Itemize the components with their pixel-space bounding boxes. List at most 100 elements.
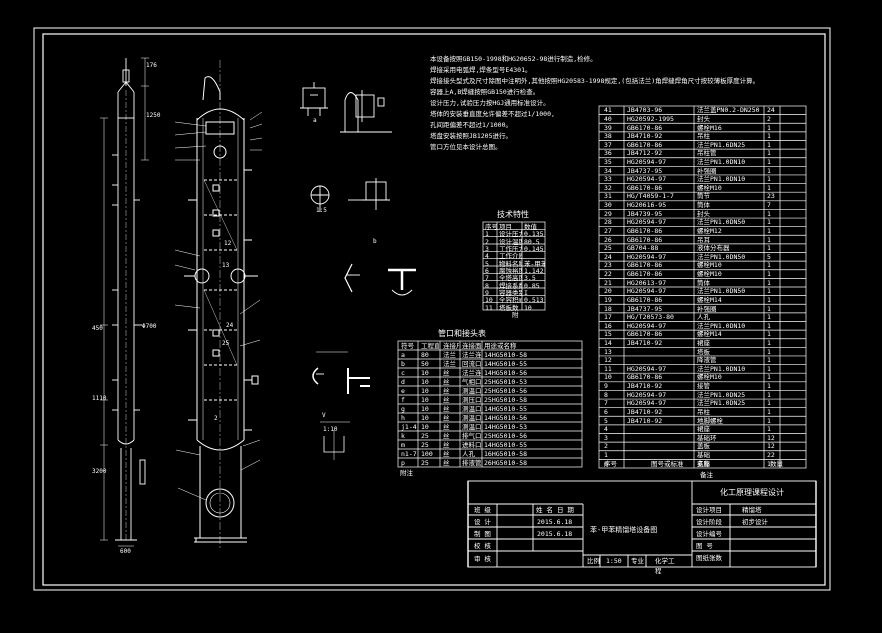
bom-cell: JB4703-96 (627, 106, 663, 115)
bom-cell: 33 (604, 175, 612, 184)
major-value-2: 程 (655, 567, 662, 575)
bom-cell: 12 (767, 442, 775, 451)
tech-table-cell: 容器类别 (499, 289, 522, 297)
scale-1-5: 1:5 (316, 207, 327, 214)
bom-cell: 1 (767, 373, 771, 382)
bom-cell: HG/T20573-80 (627, 313, 674, 322)
bom-cell: 13 (604, 347, 612, 356)
bom-cell: HG20594-97 (627, 218, 667, 227)
bom-cell: HG20594-97 (627, 390, 667, 399)
tech-table-footer: 附 (512, 311, 519, 319)
bom-cell: GB6170-86 (627, 270, 663, 279)
major-label: 专业 (631, 557, 644, 565)
bom-cell: 1 (767, 459, 771, 468)
role-class: 班 级 (474, 506, 491, 514)
nozzle-table-cell: 丝 (443, 458, 450, 467)
nozzle-table-cell: c (401, 368, 405, 377)
bom-cell: 38 (604, 132, 612, 141)
nozzle-table-grid (397, 340, 583, 468)
bom-cell: 裙座 (697, 339, 710, 347)
side-elevation (100, 57, 149, 547)
nozzle-header-cell: 连接面形式 (462, 342, 481, 350)
tech-table-cell: 3 (485, 245, 489, 253)
nozzle-table-cell: 26HG5010-58 (484, 458, 528, 467)
nozzle-table-cell: f (401, 395, 405, 404)
nozzle-table-cell: 25 (421, 431, 429, 440)
tech-table-cell: 80.5 (524, 237, 540, 246)
bom-cell: JB4710-92 (627, 382, 663, 391)
dim-600: 600 (120, 548, 131, 555)
tech-table-cell: 6 (485, 267, 489, 275)
bom-cell: 封头 (697, 114, 710, 123)
bom-cell: 2 (767, 114, 771, 123)
bom-cell: GB6170-86 (627, 140, 663, 149)
bom-cell: JB4737-95 (627, 166, 663, 175)
bom-cell: 10 (604, 373, 612, 382)
title-block-grid (467, 480, 817, 568)
nozzle-table-cell: 丝 (443, 431, 450, 440)
bom-cell: HG20594-97 (627, 158, 667, 166)
nozzle-table-cell: 丝 (443, 422, 450, 431)
nozzle-header-cell: 用途或名称 (484, 342, 517, 350)
title-right-label: 设计阶段 (696, 518, 722, 526)
note-5: 设计压力,试验压力按HGJ通用标准设计。 (430, 99, 550, 107)
bom-cell: 法兰PN1.0DN50 (697, 252, 746, 261)
bom-cell: 补强圈 (697, 166, 717, 175)
bom-cell: 1 (767, 321, 771, 330)
bom-cell: GB6170-86 (627, 295, 663, 304)
bom-cell: 1 (767, 330, 771, 339)
bom-cell: 1 (767, 416, 771, 425)
inner-frame (42, 33, 826, 586)
bom-cell: 吊柱管 (697, 149, 717, 158)
bom-cell: 9 (604, 382, 608, 391)
nozzle-table-cell: 回流口 (462, 359, 481, 368)
bom-cell: 1 (767, 209, 771, 218)
nozzle-table-cell: h (401, 413, 405, 422)
dim-1110: 1110 (92, 395, 107, 402)
bom-cell: 螺栓M16 (697, 123, 722, 132)
bom-cell: 1 (767, 399, 771, 408)
nozzle-table-cell: 排液管口 (462, 458, 481, 467)
bom-cell: JB4737-95 (627, 304, 663, 313)
bom-cell: 螺栓M14 (697, 295, 722, 304)
bom-cell: 39 (604, 123, 612, 132)
nozzle-table-cell: 测温口 (462, 386, 481, 395)
nozzle-table-cell: 14HG5010-55 (484, 359, 528, 368)
bom-cell: 筒体 (697, 278, 710, 287)
leader-lines (174, 111, 263, 501)
bom-cell: GB704-88 (627, 244, 659, 253)
bom-cell: HG20616-95 (627, 201, 667, 210)
tech-table-cell: 2 (485, 237, 489, 246)
tech-table-cell: I (524, 289, 528, 297)
header-col-date: 日 期 (557, 506, 574, 514)
bom-cell: 11 (604, 364, 612, 373)
bom-cell: 1 (767, 313, 771, 322)
bom-cell: 法兰PN1.0DN25 (697, 390, 746, 399)
bom-cell: 31 (604, 192, 612, 201)
dim-3200: 3200 (92, 468, 107, 475)
tech-table-cell: 0.85 (524, 281, 540, 290)
bom-cell: 12 (604, 356, 612, 365)
title-right-label: 图纸张数 (696, 554, 722, 562)
title-right-label: 图 号 (696, 542, 713, 550)
bom-cell: 1 (767, 158, 771, 166)
bom-cell: 盖板 (697, 442, 710, 451)
bom-cell: 1 (767, 356, 771, 365)
bom-cell: 1 (767, 407, 771, 416)
bom-cell: 8 (604, 390, 608, 399)
tech-table-cell: 1.142 (524, 267, 544, 275)
bom-cell: 3 (604, 433, 608, 442)
bom-cell: 15 (604, 330, 612, 339)
nozzle-table-cell: 14HG5010-53 (484, 422, 528, 431)
nozzle-table-cell: 丝 (443, 395, 450, 404)
tech-table-cell: 5 (485, 259, 489, 268)
nozzle-table-cell: k (401, 431, 405, 440)
bom-cell: 法兰PN1.0DN10 (697, 175, 746, 184)
nozzle-table-cell: 14HG5010-56 (484, 368, 528, 377)
pos-12: 12 (224, 240, 232, 247)
nozzle-table-cell: n1-7 (401, 449, 417, 458)
nozzle-header-cell: 工程直径 (421, 342, 439, 350)
bom-cell: 法兰盖PN0.2-DN250 (697, 106, 760, 115)
bom-cell: HG20613-97 (627, 278, 667, 287)
